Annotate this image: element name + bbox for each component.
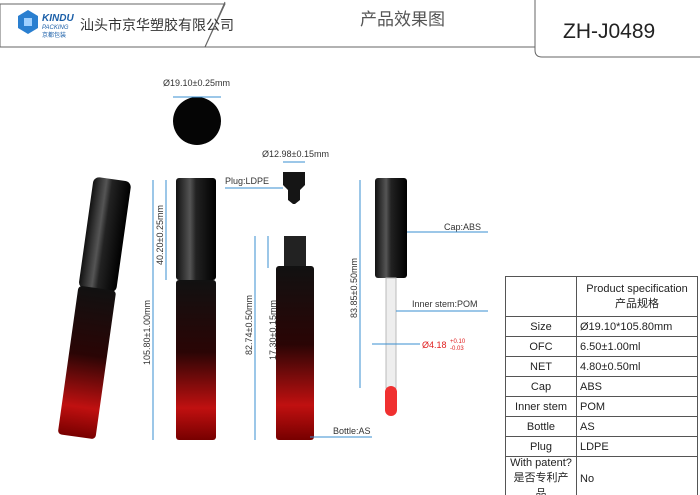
- patent-value: No: [576, 456, 698, 495]
- spec-key: Size: [505, 316, 577, 337]
- model-number: ZH-J0489: [563, 20, 655, 43]
- bottle-label: Bottle:AS: [333, 426, 371, 436]
- table-row: With patent? 是否专利产品 No: [505, 456, 698, 495]
- assembled-product: [176, 178, 216, 440]
- spec-value: LDPE: [576, 436, 698, 457]
- total-height-dim: 105.80±1.00mm: [142, 300, 152, 365]
- spec-key: OFC: [505, 336, 577, 357]
- sheet-title: 产品效果图: [360, 10, 445, 29]
- neck-height-dim: 17.30±0.15mm: [268, 300, 278, 360]
- spec-value: Ø19.10*105.80mm: [576, 316, 698, 337]
- cap-height-dim: 40.20±0.25mm: [155, 205, 165, 265]
- cap-diameter-dim: Ø19.10±0.25mm: [163, 78, 230, 88]
- spec-key: Cap: [505, 376, 577, 397]
- company-logo: KINDU PACKING 京都包装: [18, 10, 74, 39]
- assembled-product-angled: [58, 177, 131, 439]
- cap-top-view: [173, 97, 221, 145]
- patent-key-cn: 是否专利产品: [513, 472, 569, 495]
- open-bottle: [276, 236, 314, 440]
- cap-label: Cap:ABS: [444, 222, 481, 232]
- stem-height-dim: 83.85±0.50mm: [349, 258, 359, 318]
- spec-key: Plug: [505, 436, 577, 457]
- spec-header-en: Product specification: [586, 282, 688, 295]
- spec-value: AS: [576, 416, 698, 437]
- spec-key: Inner stem: [505, 396, 577, 417]
- plug-label: Plug:LDPE: [225, 176, 269, 186]
- stem-diameter-dim: Ø4.18: [422, 340, 447, 350]
- bottle-height-dim: 82.74±0.50mm: [244, 295, 254, 355]
- spec-header-cn: 产品规格: [615, 297, 659, 310]
- plug-diameter-dim: Ø12.98±0.15mm: [262, 149, 329, 159]
- spec-value: 4.80±0.50ml: [576, 356, 698, 377]
- company-name: 汕头市京华塑胶有限公司: [80, 17, 234, 33]
- spec-key: NET: [505, 356, 577, 377]
- header: KINDU PACKING 京都包装 汕头市京华塑胶有限公司 产品效果图 ZH-…: [0, 0, 700, 58]
- cap-with-applicator: [375, 178, 407, 416]
- svg-text:京都包装: 京都包装: [42, 31, 66, 39]
- inner-stem-label: Inner stem:POM: [412, 299, 478, 309]
- stem-tol-minus: -0.03: [450, 346, 464, 352]
- spec-value: POM: [576, 396, 698, 417]
- spec-value: ABS: [576, 376, 698, 397]
- spec-key: Bottle: [505, 416, 577, 437]
- svg-text:KINDU: KINDU: [42, 13, 74, 24]
- spec-value: 6.50±1.00ml: [576, 336, 698, 357]
- patent-key-en: With patent?: [510, 457, 572, 469]
- stem-tol-plus: +0.10: [450, 339, 466, 345]
- plug: [283, 172, 305, 204]
- svg-text:PACKING: PACKING: [42, 25, 69, 31]
